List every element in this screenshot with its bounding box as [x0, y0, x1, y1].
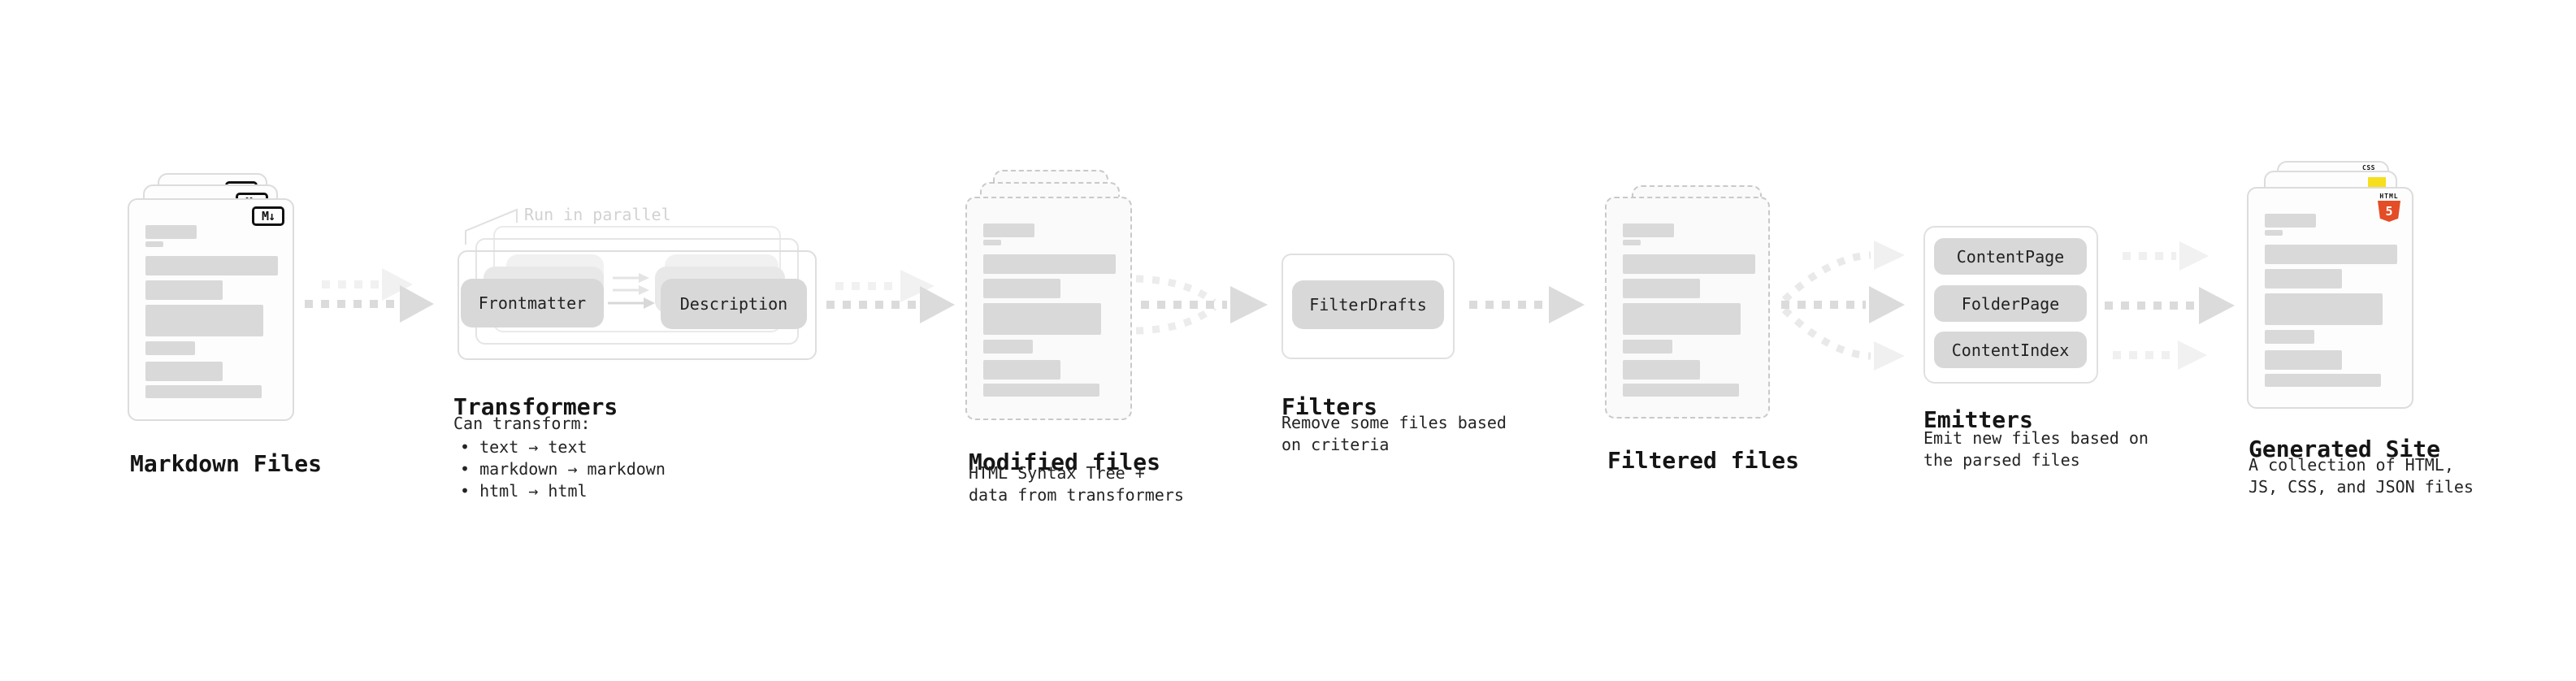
doc-content-lines [967, 198, 1130, 419]
stage-label-modified-files: Modified files [969, 449, 1161, 476]
run-in-parallel-annotation: Run in parallel [524, 205, 671, 224]
doc-content-lines [129, 200, 293, 419]
js-icon [2368, 177, 2386, 189]
arrow-transformers-to-modified [826, 270, 955, 323]
html5-icon-shield: 5 [2378, 201, 2400, 222]
doc-content-lines [2249, 189, 2412, 407]
arrow-markdown-to-transformers [305, 268, 434, 323]
filters-description: Remove some files based on criteria [1281, 413, 1507, 454]
stage-label-filtered-files: Filtered files [1607, 447, 1800, 475]
css-icon-text: CSS [2362, 164, 2375, 171]
arrow-filtered-to-emitters [1781, 241, 1905, 371]
emitters-description: Emit new files based on the parsed files [1923, 428, 2149, 470]
stage-label-filters: Filters [1281, 393, 1378, 421]
frontmatter-pill: Frontmatter [461, 279, 604, 327]
transformer-box-front [458, 250, 817, 360]
generated-site-description: A collection of HTML, JS, CSS, and JSON … [2249, 455, 2474, 497]
html5-icon: HTML 5 [2376, 193, 2402, 222]
filterdrafts-pill: FilterDrafts [1292, 280, 1444, 329]
transformers-intro: Can transform: [453, 414, 591, 433]
arrow-modified-to-filters [1135, 275, 1268, 335]
filtered-file-front [1605, 197, 1770, 419]
contentindex-pill: ContentIndex [1934, 332, 2087, 368]
markdown-icon: M↓ [252, 206, 284, 226]
transformers-bullet: markdown → markdown [460, 458, 666, 480]
transformers-bullet-list: text → text markdown → markdown html → h… [460, 436, 666, 502]
folderpage-pill: FolderPage [1934, 285, 2087, 322]
arrow-filters-to-filtered [1469, 286, 1585, 323]
modified-file-front [965, 197, 1132, 420]
description-pill: Description [661, 279, 807, 329]
arrow-emitters-to-generated [2105, 241, 2235, 370]
markdown-file-front: M↓ [128, 198, 294, 421]
generated-file-html: HTML 5 [2247, 187, 2413, 409]
doc-content-lines [1607, 198, 1768, 417]
stage-label-emitters: Emitters [1923, 406, 2033, 434]
transformers-bullet: text → text [460, 436, 666, 458]
stage-label-transformers: Transformers [453, 393, 618, 421]
stage-label-markdown-files: Markdown Files [130, 450, 323, 478]
modified-files-description: HTML Syntax Tree + data from transformer… [969, 463, 1184, 505]
contentpage-pill: ContentPage [1934, 238, 2087, 275]
markdown-icon-text: M↓ [261, 209, 275, 223]
transformers-bullet: html → html [460, 480, 666, 502]
html5-icon-number: 5 [2385, 204, 2393, 219]
html5-icon-label: HTML [2379, 193, 2399, 200]
stage-label-generated-site: Generated Site [2249, 436, 2441, 463]
